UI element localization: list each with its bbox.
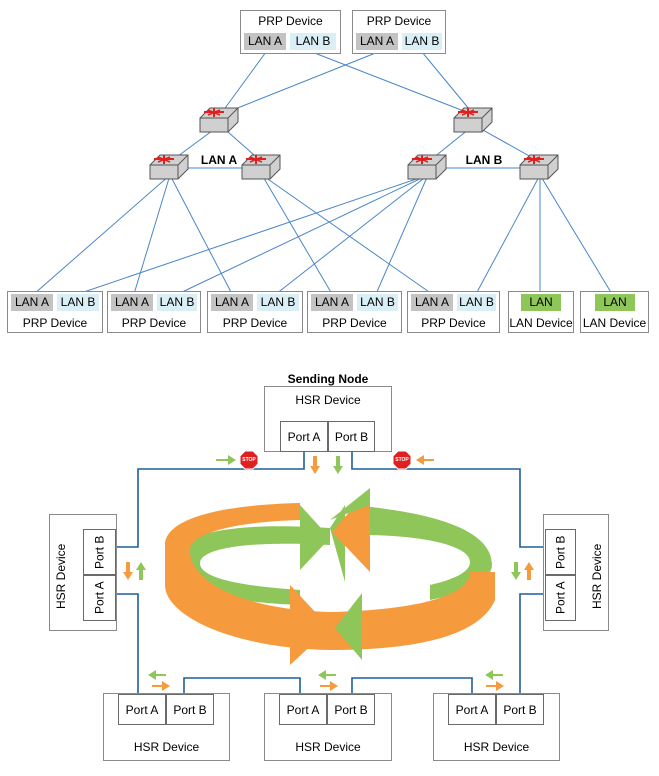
lan-b-tag: LAN B bbox=[290, 33, 336, 50]
device-label: PRP Device bbox=[222, 316, 288, 330]
sending-node-title: Sending Node bbox=[287, 372, 369, 386]
prp-device-bottom-1: LAN A LAN B PRP Device bbox=[7, 291, 103, 333]
prp-device-top-2: PRP Device LAN A LAN B bbox=[352, 10, 446, 54]
port-a: Port A bbox=[280, 421, 328, 452]
switch-icon bbox=[199, 107, 239, 133]
device-label: HSR Device bbox=[295, 740, 361, 754]
device-label: PRP Device bbox=[258, 14, 323, 28]
device-label: HSR Device bbox=[463, 740, 530, 754]
lan-b-tag: LAN B bbox=[402, 33, 442, 50]
port-b: Port B bbox=[545, 529, 576, 575]
port-b: Port B bbox=[327, 694, 375, 725]
switch-icon bbox=[149, 154, 189, 180]
device-label: HSR Device bbox=[54, 543, 68, 609]
switch-icon bbox=[407, 154, 447, 180]
device-label: HSR Device bbox=[295, 393, 361, 407]
lan-b-tag: LAN B bbox=[257, 294, 299, 311]
port-a: Port A bbox=[118, 694, 166, 725]
stop-sign-icon bbox=[392, 450, 412, 470]
switch-icon bbox=[519, 154, 559, 180]
lan-a-tag: LAN A bbox=[311, 294, 353, 311]
device-label: PRP Device bbox=[322, 316, 387, 330]
lan-device-1: LAN LAN Device bbox=[508, 291, 574, 333]
hsr-device-bottom-2: Port A Port B HSR Device bbox=[264, 693, 392, 761]
hsr-device-sending: HSR Device Port A Port B bbox=[264, 386, 392, 452]
port-b: Port B bbox=[83, 529, 116, 575]
port-b: Port B bbox=[328, 421, 375, 452]
device-label: LAN Device bbox=[509, 316, 573, 330]
lan-b-tag: LAN B bbox=[57, 294, 99, 311]
device-label: PRP Device bbox=[22, 316, 88, 330]
lan-b-tag: LAN B bbox=[457, 294, 496, 311]
switch-icon bbox=[453, 107, 493, 133]
port-a: Port A bbox=[545, 575, 576, 621]
lan-a-tag: LAN A bbox=[211, 294, 253, 311]
lan-a-tag: LAN A bbox=[11, 294, 53, 311]
port-a: Port A bbox=[448, 694, 496, 725]
switch-icon bbox=[241, 154, 281, 180]
device-label: HSR Device bbox=[133, 740, 200, 754]
lan-a-tag: LAN A bbox=[111, 294, 153, 311]
hsr-device-bottom-3: Port A Port B HSR Device bbox=[433, 693, 560, 761]
prp-device-top-1: PRP Device LAN A LAN B bbox=[240, 10, 341, 54]
hsr-ring-links bbox=[115, 451, 544, 694]
device-label: PRP Device bbox=[421, 316, 486, 330]
port-a: Port A bbox=[83, 575, 116, 621]
prp-device-bottom-5: LAN A LAN B PRP Device bbox=[407, 291, 500, 333]
traffic-arrows bbox=[123, 455, 534, 691]
lan-a-tag: LAN A bbox=[244, 33, 286, 50]
prp-device-bottom-2: LAN A LAN B PRP Device bbox=[107, 291, 201, 333]
device-label: LAN Device bbox=[582, 316, 647, 330]
port-a: Port A bbox=[279, 694, 327, 725]
device-label: HSR Device bbox=[590, 543, 604, 609]
prp-device-bottom-4: LAN A LAN B PRP Device bbox=[307, 291, 402, 333]
port-b: Port B bbox=[166, 694, 214, 725]
lan-tag: LAN bbox=[595, 294, 635, 311]
lan-device-2: LAN LAN Device bbox=[580, 291, 649, 333]
stop-sign-text: STOP bbox=[395, 457, 409, 463]
circulation-arrows-icon bbox=[165, 488, 495, 665]
lan-a-label: LAN A bbox=[200, 153, 238, 167]
hsr-device-right: Port B Port A HSR Device bbox=[543, 514, 609, 631]
lan-a-tag: LAN A bbox=[411, 294, 453, 311]
stop-sign-text: STOP bbox=[242, 457, 256, 463]
hsr-device-bottom-1: Port A Port B HSR Device bbox=[103, 693, 230, 761]
prp-device-bottom-3: LAN A LAN B PRP Device bbox=[207, 291, 303, 333]
stop-sign-icon bbox=[239, 450, 259, 470]
lan-b-tag: LAN B bbox=[157, 294, 197, 311]
device-label: PRP Device bbox=[366, 14, 432, 28]
lan-tag: LAN bbox=[521, 294, 561, 311]
port-b: Port B bbox=[496, 694, 544, 725]
device-label: PRP Device bbox=[121, 316, 187, 330]
hsr-device-left: HSR Device Port B Port A bbox=[49, 514, 117, 631]
lan-b-label: LAN B bbox=[465, 153, 503, 167]
lan-a-tag: LAN A bbox=[356, 33, 398, 50]
lan-b-tag: LAN B bbox=[357, 294, 398, 311]
